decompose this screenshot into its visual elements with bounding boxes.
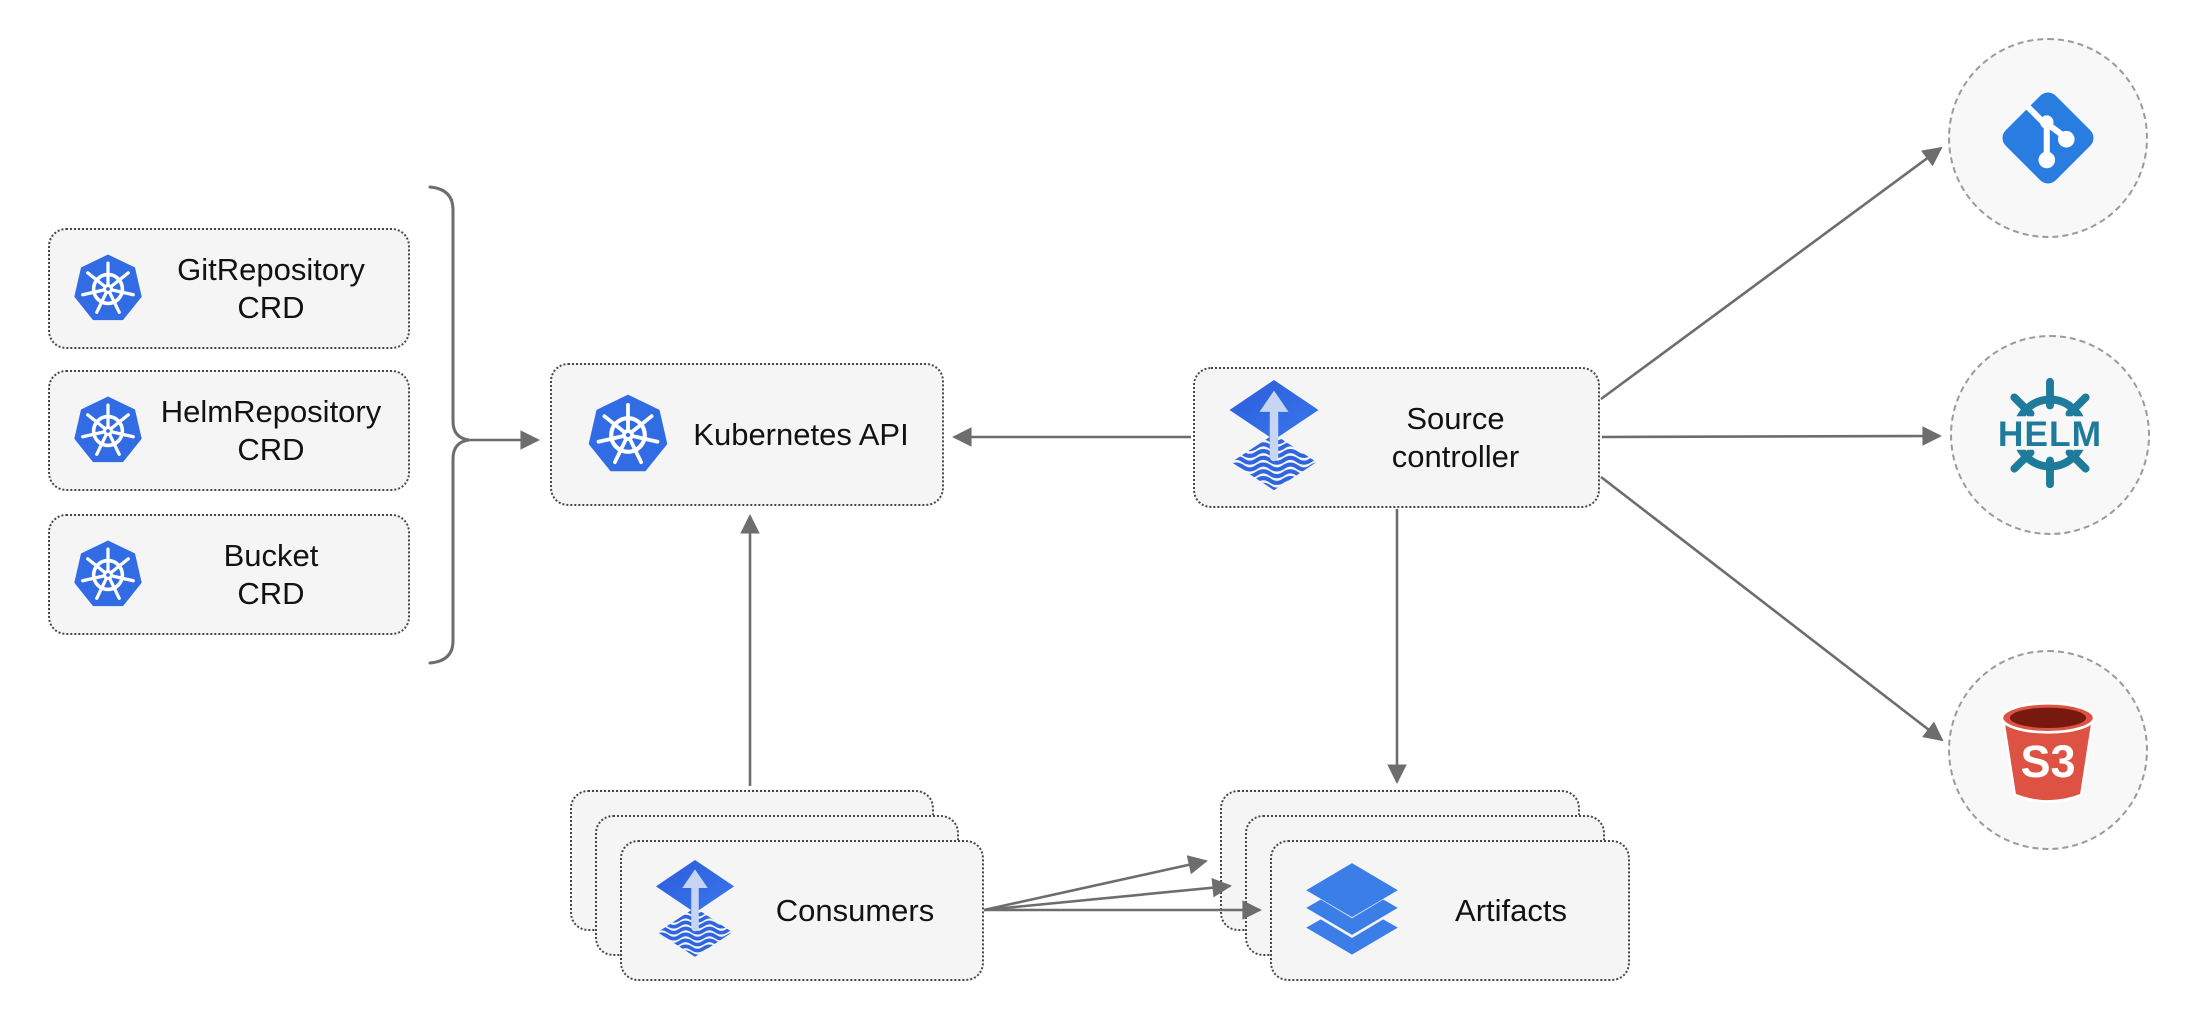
layers-icon: [1300, 859, 1404, 963]
kubernetes-icon: [72, 395, 144, 467]
kubernetes-icon: [586, 393, 670, 477]
arrow-source-controller-to-helm: [1601, 426, 1942, 446]
arrow-source-controller-to-git: [1600, 146, 1943, 401]
node-consumers: Consumers: [620, 840, 984, 981]
node-kubernetes-api: Kubernetes API: [550, 363, 944, 506]
s3-label: S3: [2020, 736, 2075, 787]
node-label: Kubernetes API: [693, 416, 909, 452]
node-label: Consumers: [775, 892, 935, 928]
arrow-consumers-to-artifacts-2: [983, 878, 1232, 912]
external-git-repository: [1948, 38, 2148, 238]
external-helm-repository: HELM: [1950, 335, 2150, 535]
arrow-consumers-to-artifacts-1: [983, 855, 1208, 912]
kubernetes-icon: [72, 539, 144, 611]
helm-wheel-icon: HELM: [1986, 374, 2114, 496]
s3-bucket-icon: S3: [1989, 691, 2107, 809]
kubernetes-icon: [72, 253, 144, 325]
node-artifacts: Artifacts: [1270, 840, 1630, 981]
helm-label: HELM: [1998, 414, 2102, 454]
external-s3-bucket: S3: [1948, 650, 2148, 850]
crd-group-bracket: [428, 185, 470, 665]
flux-icon: [1225, 379, 1323, 496]
git-icon: [1987, 77, 2109, 199]
flux-icon: [652, 859, 738, 962]
node-label: Artifacts: [1455, 892, 1567, 928]
arrow-source-controller-to-s3: [1600, 475, 1944, 742]
